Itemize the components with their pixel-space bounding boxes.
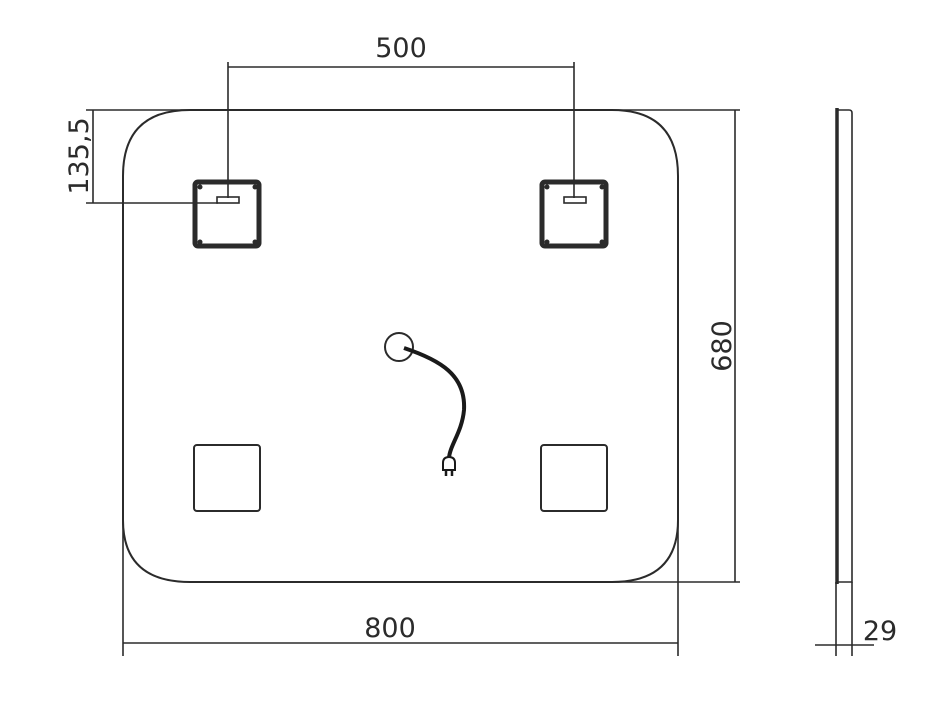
- pad-bottom-right: [540, 444, 608, 512]
- dimension-680: 680: [600, 110, 740, 583]
- plug-icon: [442, 455, 456, 476]
- dim-label-680: 680: [707, 320, 738, 372]
- dimension-135-5: 135,5: [64, 110, 218, 204]
- side-view: 29: [815, 108, 897, 656]
- dim-label-500: 500: [375, 33, 427, 64]
- mounting-bracket-right: [539, 179, 609, 249]
- power-cable: [384, 332, 467, 476]
- dim-label-800: 800: [364, 613, 416, 644]
- cable-entry-icon: [384, 332, 414, 362]
- dim-label-29: 29: [863, 616, 897, 647]
- dimension-800: 800: [122, 520, 679, 656]
- dimension-500: 500: [227, 33, 575, 198]
- mounting-bracket-left: [192, 179, 262, 249]
- dim-label-135-5: 135,5: [64, 117, 95, 194]
- pad-bottom-left: [193, 444, 261, 512]
